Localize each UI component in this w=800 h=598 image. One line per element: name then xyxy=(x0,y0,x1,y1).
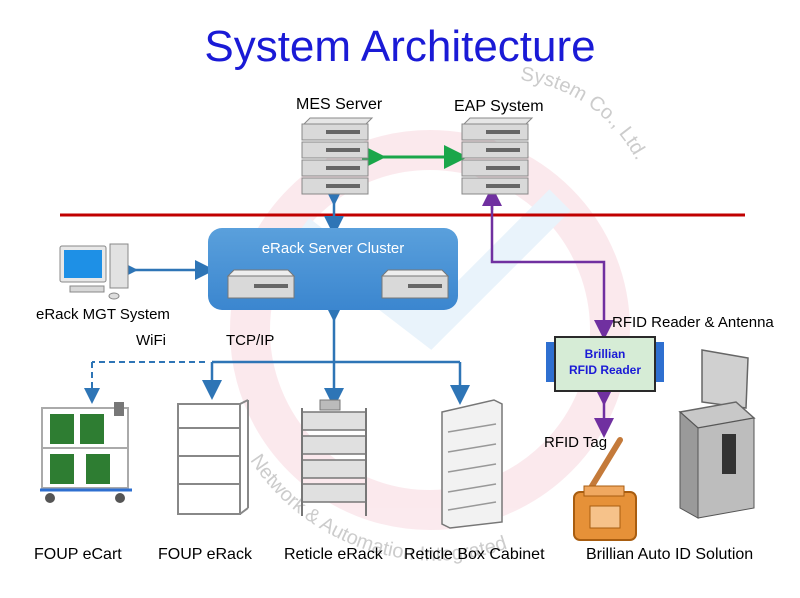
eap-server-icon xyxy=(461,117,534,195)
rfid-reader-box xyxy=(554,336,656,392)
erack-mgt-system-label: eRack MGT System xyxy=(36,306,170,323)
rfid-reader-antenna-label: RFID Reader & Antenna xyxy=(612,314,774,331)
auto-id-station-image xyxy=(678,349,756,519)
cluster-server-2-icon xyxy=(380,269,450,299)
eap-system-label: EAP System xyxy=(454,98,544,115)
foup-erack-label: FOUP eRack xyxy=(158,546,252,563)
wifi-label: WiFi xyxy=(136,332,166,349)
rfid-tag-icon xyxy=(589,437,623,489)
erack-server-cluster-label: eRack Server Cluster xyxy=(261,240,405,257)
reader-left-antenna xyxy=(546,342,556,382)
eap-rfid-link xyxy=(490,198,614,340)
reticle-erack-image xyxy=(301,399,367,516)
rfid-reader-box-label: Brillian RFID Reader xyxy=(560,346,650,378)
foup-erack-image xyxy=(177,399,249,515)
reticle-box-cabinet-label: Reticle Box Cabinet xyxy=(404,546,545,563)
foup-carrier-image xyxy=(573,485,637,541)
computer-icon xyxy=(59,243,129,300)
reader-type: RFID Reader xyxy=(568,363,642,377)
mes-server-label: MES Server xyxy=(296,96,383,113)
reticle-erack-label: Reticle eRack xyxy=(284,546,383,563)
foup-ecart-image xyxy=(40,402,132,503)
reader-right-antenna xyxy=(654,342,664,382)
mes-server-icon xyxy=(301,117,374,195)
reader-brand: Brillian xyxy=(584,347,626,361)
cluster-server-1-icon xyxy=(226,269,296,299)
rfid-tag-label: RFID Tag xyxy=(544,434,608,451)
page-title: System Architecture xyxy=(204,22,596,71)
foup-ecart-label: FOUP eCart xyxy=(34,546,122,563)
tcpip-label: TCP/IP xyxy=(226,332,275,349)
reticle-box-cabinet-image xyxy=(441,399,503,529)
auto-id-solution-label: Brillian Auto ID Solution xyxy=(586,546,754,563)
